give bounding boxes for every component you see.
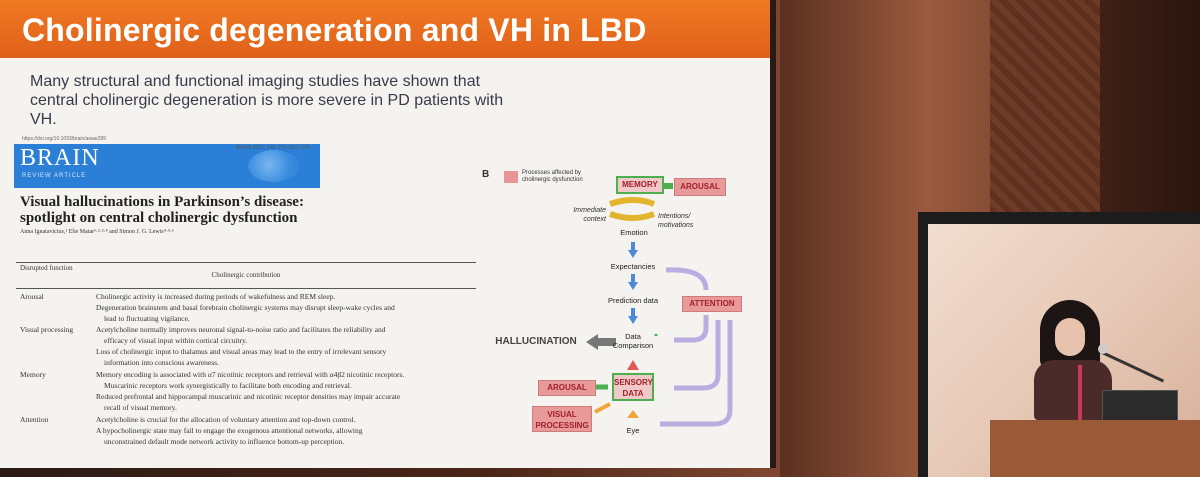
row-text: Acetylcholine normally improves neuronal… bbox=[96, 325, 386, 334]
loop-arrow bbox=[660, 320, 733, 427]
table-rule-top bbox=[16, 262, 476, 263]
flow-arrow bbox=[628, 250, 638, 258]
podium bbox=[990, 420, 1200, 477]
data-comparison-node: Data Comparison bbox=[612, 332, 654, 350]
row-text: A hypocholinergic state may fail to enga… bbox=[96, 426, 363, 435]
hallucination-diagram: B Processes affected by cholinergic dysf… bbox=[478, 160, 768, 460]
row-label: Memory bbox=[20, 370, 46, 379]
attention-box: ATTENTION bbox=[682, 296, 742, 312]
emotion-label: Emotion bbox=[620, 228, 648, 237]
hallucination-label: HALLUCINATION bbox=[495, 336, 577, 347]
slide-title: Cholinergic degeneration and VH in LBD bbox=[22, 12, 647, 48]
table-rule-header bbox=[16, 288, 476, 289]
paper-authors: Anna Ignatavicius,¹ Elie Matar¹·²·³·⁴ an… bbox=[20, 229, 175, 235]
row-text: Acetylcholine is crucial for the allocat… bbox=[96, 415, 356, 424]
arousal-box-bottom: AROUSAL bbox=[538, 380, 596, 396]
expectancies-node: Expectancies bbox=[610, 262, 656, 271]
brain-image bbox=[248, 150, 300, 182]
row-text: unconstrained default mode network activ… bbox=[104, 437, 345, 446]
arousal-box-top: AROUSAL bbox=[674, 178, 726, 196]
microphone-icon bbox=[1098, 344, 1108, 354]
immediate-context-label: Immediate context bbox=[573, 207, 606, 223]
row-label: Attention bbox=[20, 415, 49, 424]
flow-arrow-stem bbox=[631, 308, 635, 316]
lanyard bbox=[1078, 365, 1082, 420]
intro-text: Many structural and functional imaging s… bbox=[30, 73, 504, 128]
table-header-function: Disrupted function bbox=[20, 264, 73, 272]
flow-arrow bbox=[628, 316, 638, 324]
eye-node: Eye bbox=[626, 426, 640, 435]
flow-arrow bbox=[628, 282, 638, 290]
legend-label: Processes affected by cholinergic dysfun… bbox=[522, 170, 583, 183]
row-text: Muscarinic receptors work synergisticall… bbox=[104, 381, 352, 390]
wall-pillar bbox=[990, 0, 1100, 230]
flow-arrow-stem bbox=[631, 242, 635, 250]
flow-arrow-stem bbox=[631, 274, 635, 282]
row-label: Arousal bbox=[20, 292, 44, 301]
row-text: Memory encoding is associated with α7 ni… bbox=[96, 370, 405, 379]
loop-arrow bbox=[674, 315, 709, 343]
hallucination-arrowhead bbox=[586, 334, 598, 350]
row-text: Loss of cholinergic input to thalamus an… bbox=[96, 347, 387, 356]
journal-subtitle: REVIEW ARTICLE bbox=[22, 173, 87, 179]
table-header-contribution: Cholinergic contribution bbox=[211, 271, 281, 279]
cycle-arrow bbox=[609, 197, 656, 207]
title-bar bbox=[0, 0, 770, 58]
row-text: Reduced prefrontal and hippocampal musca… bbox=[96, 392, 401, 401]
visual-processing-box: VISUAL PROCESSING bbox=[532, 406, 592, 432]
row-text: information into conscious awareness. bbox=[104, 358, 219, 367]
row-text: Cholinergic activity is increased during… bbox=[96, 292, 336, 301]
legend-swatch bbox=[504, 171, 518, 183]
row-text: Degeneration brainstem and basal forebra… bbox=[96, 303, 395, 312]
orange-arrow bbox=[627, 410, 639, 418]
memory-box: MEMORY bbox=[616, 176, 664, 194]
paper-doi: https://doi.org/10.1093/brain/awae289 bbox=[22, 136, 106, 142]
speaker-face bbox=[1055, 318, 1085, 356]
row-text: efficacy of visual input within cortical… bbox=[104, 336, 248, 345]
speaker-body bbox=[1034, 360, 1112, 420]
orange-arrow bbox=[594, 402, 611, 414]
row-text: lead to fluctuating vigilance. bbox=[104, 314, 190, 323]
red-arrow bbox=[627, 360, 639, 370]
journal-name: BRAIN bbox=[20, 145, 100, 171]
intentions-label: Intentions/ motivations bbox=[658, 213, 694, 229]
panel-letter: B bbox=[482, 169, 490, 180]
row-text: recall of visual memory. bbox=[104, 403, 177, 412]
main-slide: Cholinergic degeneration and VH in LBD M… bbox=[0, 0, 776, 468]
diagram-arrows bbox=[586, 183, 733, 427]
prediction-node: Prediction data bbox=[607, 296, 659, 305]
loop-arrow bbox=[674, 320, 721, 391]
sensory-data-box: SENSORY DATA bbox=[612, 373, 654, 401]
paper-title: Visual hallucinations in Parkinson’s dis… bbox=[20, 194, 304, 226]
loop-arrow bbox=[665, 267, 709, 291]
journal-reference: BRAIN 2025: 148; 376–393 | 376 bbox=[236, 145, 310, 151]
cycle-arrow bbox=[609, 211, 656, 221]
row-label: Visual processing bbox=[20, 325, 74, 334]
